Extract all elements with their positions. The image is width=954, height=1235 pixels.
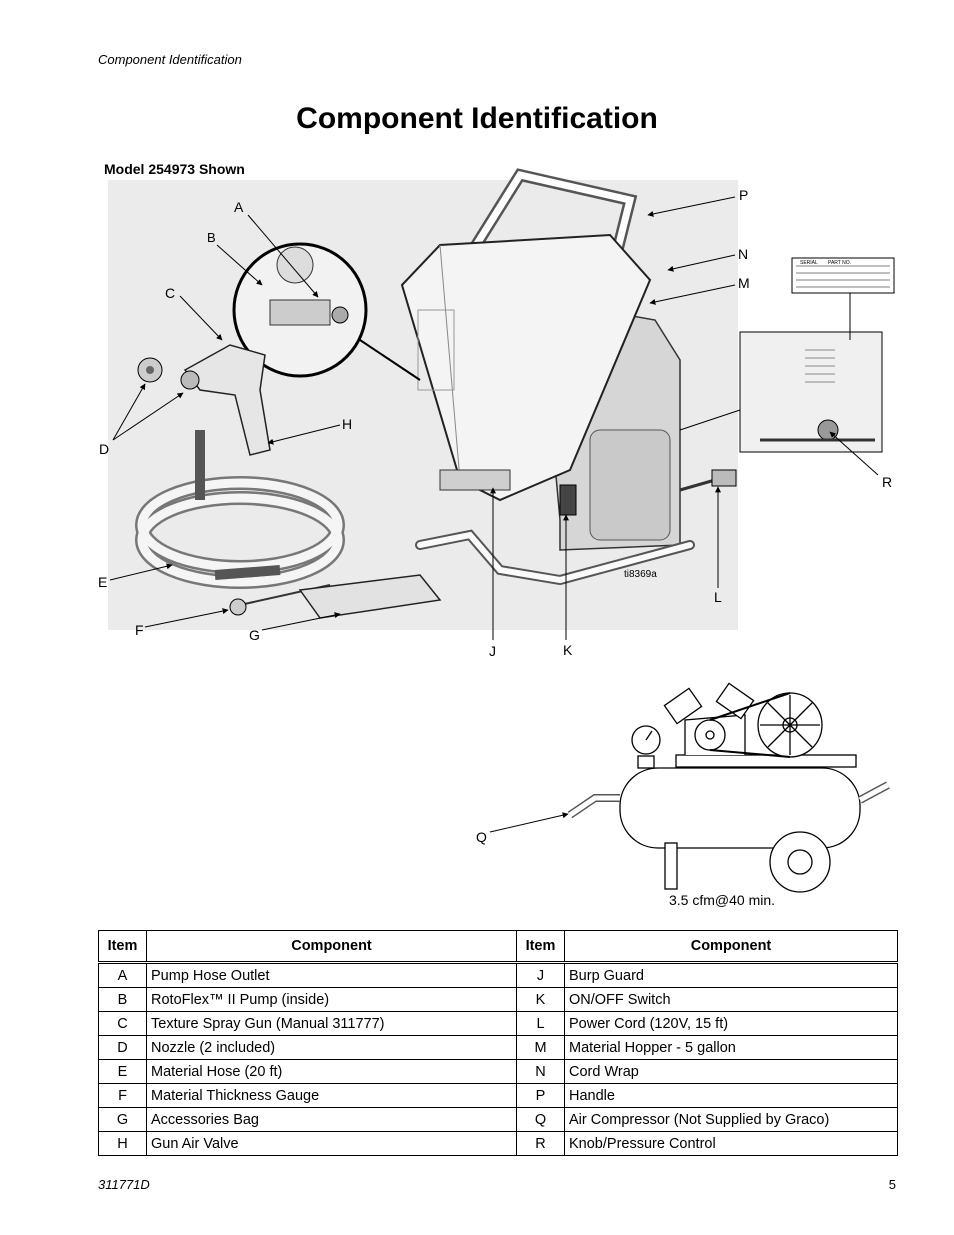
component-cell: Gun Air Valve — [146, 1131, 517, 1156]
item-cell: A — [98, 962, 147, 988]
callout-g: G — [249, 627, 260, 643]
component-cell: Nozzle (2 included) — [146, 1035, 517, 1060]
component-cell: Knob/Pressure Control — [564, 1131, 898, 1156]
component-cell: Material Thickness Gauge — [146, 1083, 517, 1108]
component-cell: Burp Guard — [564, 962, 898, 988]
compressor-spec-note: 3.5 cfm@40 min. — [669, 892, 776, 908]
callout-k: K — [563, 642, 573, 658]
col-header-item-left: Item — [98, 930, 147, 964]
doc-number: 311771D — [98, 1177, 150, 1192]
col-header-component-left: Component — [146, 930, 517, 964]
item-cell: L — [516, 1011, 565, 1036]
plate-serial-label: SERIAL — [800, 260, 818, 266]
cabinet-panel — [589, 429, 671, 541]
component-cell: Pump Hose Outlet — [146, 962, 517, 988]
component-cell: Texture Spray Gun (Manual 311777) — [146, 1011, 517, 1036]
component-cell: Material Hose (20 ft) — [146, 1059, 517, 1084]
item-cell: H — [98, 1131, 147, 1156]
nozzle-on-gun — [180, 370, 200, 390]
callout-f: F — [135, 622, 144, 638]
callout-p: P — [739, 187, 748, 203]
spray-gun — [183, 344, 271, 456]
item-cell: P — [516, 1083, 565, 1108]
item-cell: E — [98, 1059, 147, 1084]
item-cell: D — [98, 1035, 147, 1060]
item-cell: B — [98, 987, 147, 1012]
callout-q: Q — [476, 829, 487, 845]
component-cell: Power Cord (120V, 15 ft) — [564, 1011, 898, 1036]
component-cell: RotoFlex™ II Pump (inside) — [146, 987, 517, 1012]
item-cell: G — [98, 1107, 147, 1132]
on-off-switch — [559, 484, 577, 516]
model-label: Model 254973 Shown — [104, 161, 245, 177]
item-cell: R — [516, 1131, 565, 1156]
control-panel-inset — [739, 331, 883, 453]
equipment-illustration: SERIAL PART NO. — [98, 168, 895, 893]
callout-l: L — [714, 589, 722, 605]
page-number: 5 — [888, 1177, 896, 1192]
item-cell: M — [516, 1035, 565, 1060]
item-cell: K — [516, 987, 565, 1012]
item-cell: Q — [516, 1107, 565, 1132]
callout-c: C — [165, 285, 175, 301]
component-cell: Accessories Bag — [146, 1107, 517, 1132]
callout-b: B — [207, 230, 216, 245]
page-title: Component Identification — [296, 102, 658, 135]
callout-d: D — [99, 441, 109, 457]
component-cell: ON/OFF Switch — [564, 987, 898, 1012]
col-header-item-right: Item — [516, 930, 565, 964]
component-cell: Air Compressor (Not Supplied by Graco) — [564, 1107, 898, 1132]
component-cell: Cord Wrap — [564, 1059, 898, 1084]
running-header: Component Identification — [98, 52, 242, 67]
callout-e: E — [98, 574, 107, 590]
callout-n: N — [738, 246, 748, 262]
table-header-row: Item Component Item Component — [98, 930, 898, 964]
callout-j: J — [489, 643, 496, 659]
figure-id-label: ti8369a — [624, 569, 657, 580]
component-cell: Material Hopper - 5 gallon — [564, 1035, 898, 1060]
item-cell: C — [98, 1011, 147, 1036]
plate-partno-label: PART NO. — [828, 260, 851, 266]
air-compressor-illustration — [567, 682, 890, 893]
callout-h: H — [342, 416, 352, 432]
item-cell: N — [516, 1059, 565, 1084]
callout-m: M — [738, 275, 750, 291]
component-cell: Handle — [564, 1083, 898, 1108]
col-header-component-right: Component — [564, 930, 898, 964]
callout-a: A — [234, 199, 244, 215]
accessories-bag — [298, 574, 442, 619]
item-cell: F — [98, 1083, 147, 1108]
callout-r: R — [882, 474, 892, 490]
item-cell: J — [516, 962, 565, 988]
